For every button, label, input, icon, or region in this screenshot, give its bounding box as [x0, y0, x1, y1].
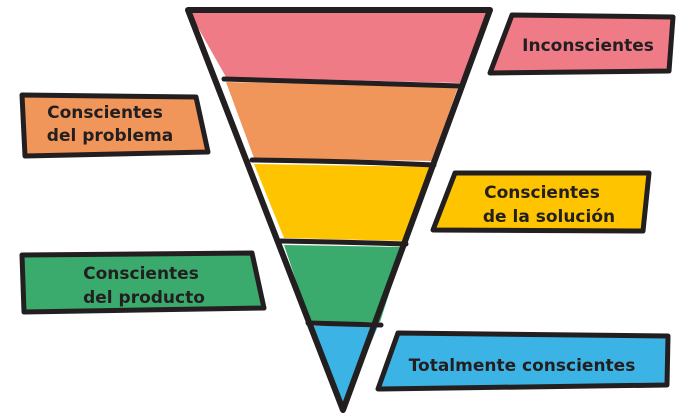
- funnel-layer-producto: [284, 245, 404, 322]
- label-box-producto: [19, 250, 267, 315]
- funnel: [185, 7, 493, 413]
- label-producto: Conscientes del producto: [19, 250, 267, 315]
- funnel-layer-totalmente: [310, 326, 378, 410]
- label-text-solucion-2: de la solución: [483, 207, 615, 227]
- label-inconscientes: Inconscientes: [487, 12, 676, 76]
- label-solucion: Conscientes de la solución: [430, 170, 652, 234]
- funnel-separators: [221, 76, 464, 328]
- label-problema: Conscientes del problema: [19, 92, 211, 159]
- label-box-inconscientes: [487, 12, 676, 76]
- label-box-problema: [19, 92, 211, 159]
- funnel-layer-problema: [226, 82, 458, 161]
- label-text-producto-2: del producto: [83, 288, 205, 308]
- label-text-totalmente: Totalmente conscientes: [409, 356, 636, 376]
- funnel-outline: [185, 7, 493, 413]
- label-text-solucion-1: Conscientes: [484, 183, 600, 203]
- label-text-producto-1: Conscientes: [83, 264, 199, 284]
- label-text-inconscientes: Inconscientes: [522, 36, 654, 56]
- label-text-problema-1: Conscientes: [47, 103, 163, 123]
- funnel-layer-inconscientes: [188, 10, 490, 83]
- funnel-layer-solucion: [254, 164, 430, 241]
- label-text-problema-2: del problema: [47, 126, 173, 146]
- label-box-solucion: [430, 170, 652, 234]
- label-box-totalmente: [375, 330, 671, 392]
- label-totalmente: Totalmente conscientes: [375, 330, 671, 392]
